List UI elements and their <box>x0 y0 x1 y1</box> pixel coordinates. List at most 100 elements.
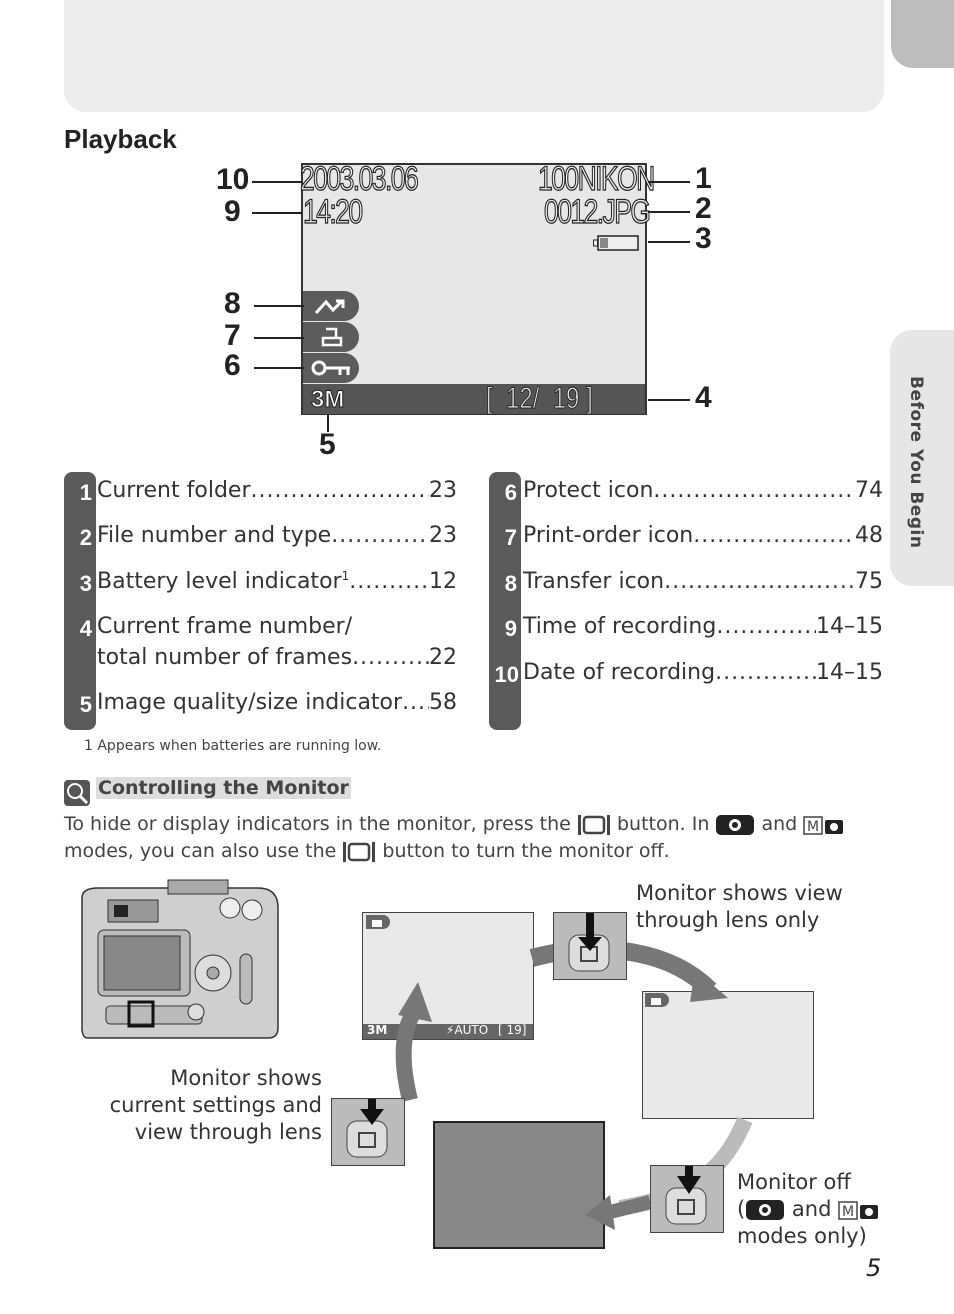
callout-line-6 <box>254 367 304 369</box>
monitor-button-box-2[interactable] <box>331 1073 405 1166</box>
body-line-2: modes, you can also use the button to tu… <box>64 838 884 865</box>
legend-item-protect[interactable]: Protect icon 74 <box>523 478 883 503</box>
body-text: button. In <box>616 813 710 835</box>
transfer-icon <box>303 291 359 321</box>
callout-3: 3 <box>695 222 712 255</box>
legend-label: File number and type <box>97 523 332 548</box>
callout-line-9 <box>252 212 302 214</box>
small-count: [ 19] <box>498 1023 527 1037</box>
legend-page: 23 <box>429 478 457 503</box>
camera-mode-icon <box>366 915 390 929</box>
tip-title: Controlling the Monitor <box>96 777 351 799</box>
legend-page: 75 <box>855 569 883 594</box>
legend-item-image-quality[interactable]: Image quality/size indicator 58 <box>97 690 457 715</box>
callout-line-10 <box>252 181 302 183</box>
legend-num: 7 <box>504 525 517 550</box>
monitor-button-box-3[interactable] <box>650 1138 724 1233</box>
caption-line: current settings and <box>109 1093 322 1117</box>
body-text: modes, you can also use the <box>64 840 337 862</box>
legend-page: 23 <box>429 523 457 548</box>
caption-view-only: Monitor shows view through lens only <box>636 880 843 934</box>
legend-label: Image quality/size indicator <box>97 690 403 715</box>
legend-page: 74 <box>855 478 883 503</box>
legend-label: Transfer icon <box>523 569 665 594</box>
legend-num: 4 <box>79 616 92 641</box>
legend-item-transfer[interactable]: Transfer icon 75 <box>523 569 883 594</box>
body-line-1: To hide or display indicators in the mon… <box>64 811 884 838</box>
caption-line: Monitor shows view <box>636 881 843 905</box>
legend-page: 12 <box>429 569 457 594</box>
legend-label: Protect icon <box>523 478 654 503</box>
legend-number-bar-left <box>64 472 96 730</box>
legend-item-frame-number[interactable]: Current frame number/ <box>97 614 457 639</box>
monitor-screen-settings <box>362 912 534 1040</box>
section-title: Playback <box>64 124 177 154</box>
body-text: and <box>761 813 798 835</box>
callout-2: 2 <box>695 192 712 225</box>
lcd-folder: 100NIKON <box>537 159 655 198</box>
callout-9: 9 <box>224 195 241 228</box>
legend-label: Current folder <box>97 478 251 503</box>
legend-item-current-folder[interactable]: Current folder 23 <box>97 478 457 503</box>
monitor-screen-view-only <box>642 991 814 1119</box>
legend-num: 8 <box>504 571 517 596</box>
lcd-status-bar <box>303 384 645 414</box>
callout-5: 5 <box>319 428 336 461</box>
callout-line-5 <box>327 414 329 432</box>
camera-back-illustration <box>81 879 279 1039</box>
legend-num: 2 <box>79 525 92 550</box>
legend-num: 5 <box>79 692 92 717</box>
legend-item-print-order[interactable]: Print-order icon48 <box>523 523 883 548</box>
footnote-marker: 1 <box>341 569 350 583</box>
side-tab[interactable] <box>890 330 954 586</box>
legend-item-date[interactable]: Date of recording 14–15 <box>523 660 883 685</box>
callout-6: 6 <box>224 349 241 382</box>
legend-page: 14–15 <box>816 660 883 685</box>
monitor-display <box>301 163 647 415</box>
callout-line-7 <box>254 337 304 339</box>
callout-line-1 <box>648 181 690 183</box>
auto-mode-icon <box>716 814 755 835</box>
chapter-tab <box>891 0 954 68</box>
monitor-button-box-1[interactable] <box>553 911 627 980</box>
callout-4: 4 <box>695 381 712 414</box>
legend-label: Battery level indicator <box>97 569 342 594</box>
lcd-file: 0012.JPG <box>543 192 651 231</box>
legend-item-file-number[interactable]: File number and type 23 <box>97 523 457 548</box>
side-tab-label: Before You Begin <box>906 376 926 549</box>
body-text: button to turn the monitor off. <box>382 840 670 862</box>
legend-page: 58 <box>429 690 457 715</box>
legend-label: total number of frames <box>97 645 353 670</box>
auto-mode-icon <box>746 1200 785 1220</box>
monitor-screen-off <box>433 1121 605 1249</box>
caption-line: Monitor off <box>737 1170 851 1194</box>
tip-icon <box>64 780 90 806</box>
caption-off: Monitor off ( and M modes only) <box>737 1169 880 1250</box>
callout-line-2 <box>648 211 690 213</box>
caption-line: ( and M <box>737 1196 880 1223</box>
legend-item-frame-number-cont[interactable]: total number of frames22 <box>97 645 457 670</box>
caption-line: modes only) <box>737 1224 867 1248</box>
page-number: 5 <box>866 1254 882 1282</box>
camera-mode-icon <box>645 993 669 1007</box>
small-flash-auto: ⚡AUTO <box>446 1023 489 1037</box>
small-flash-label: AUTO <box>454 1023 489 1037</box>
lcd-time: 14:20 <box>302 192 363 231</box>
small-quality: 3M <box>367 1023 388 1037</box>
monitor-button-icon <box>577 814 610 835</box>
monitor-button-icon <box>343 841 376 862</box>
legend-num: 3 <box>79 571 92 596</box>
caption-settings: Monitor shows current settings and view … <box>100 1065 322 1146</box>
caption-line: Monitor shows <box>170 1066 322 1090</box>
legend-num: 9 <box>504 616 517 641</box>
legend-item-time[interactable]: Time of recording14–15 <box>523 614 883 639</box>
lcd-date: 2003.03.06 <box>299 159 419 198</box>
manual-mode-icon: M <box>803 815 844 835</box>
callout-1: 1 <box>695 162 712 195</box>
body-text: To hide or display indicators in the mon… <box>64 813 571 835</box>
footnote: 1 Appears when batteries are running low… <box>84 738 382 754</box>
callout-line-8 <box>254 305 304 307</box>
legend-label: Date of recording <box>523 660 716 685</box>
legend-page: 14–15 <box>816 614 883 639</box>
